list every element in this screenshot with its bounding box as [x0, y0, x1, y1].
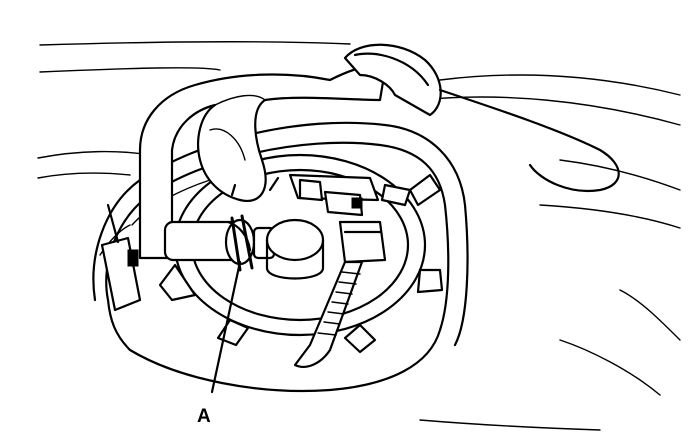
fuel-hose: [138, 65, 387, 260]
filler-neck: [343, 43, 620, 193]
callout-a-label: A: [197, 406, 211, 427]
pump-outlet-fitting: [163, 176, 280, 272]
callout-a-leader: [210, 260, 242, 394]
wiring-harness: [293, 260, 364, 368]
electrical-connector: [288, 173, 412, 264]
floor-panel-contours: [37, 41, 681, 431]
fuel-pump-body: [265, 218, 325, 280]
callout-a: A: [197, 260, 242, 427]
mounting-bracket: [100, 203, 142, 312]
